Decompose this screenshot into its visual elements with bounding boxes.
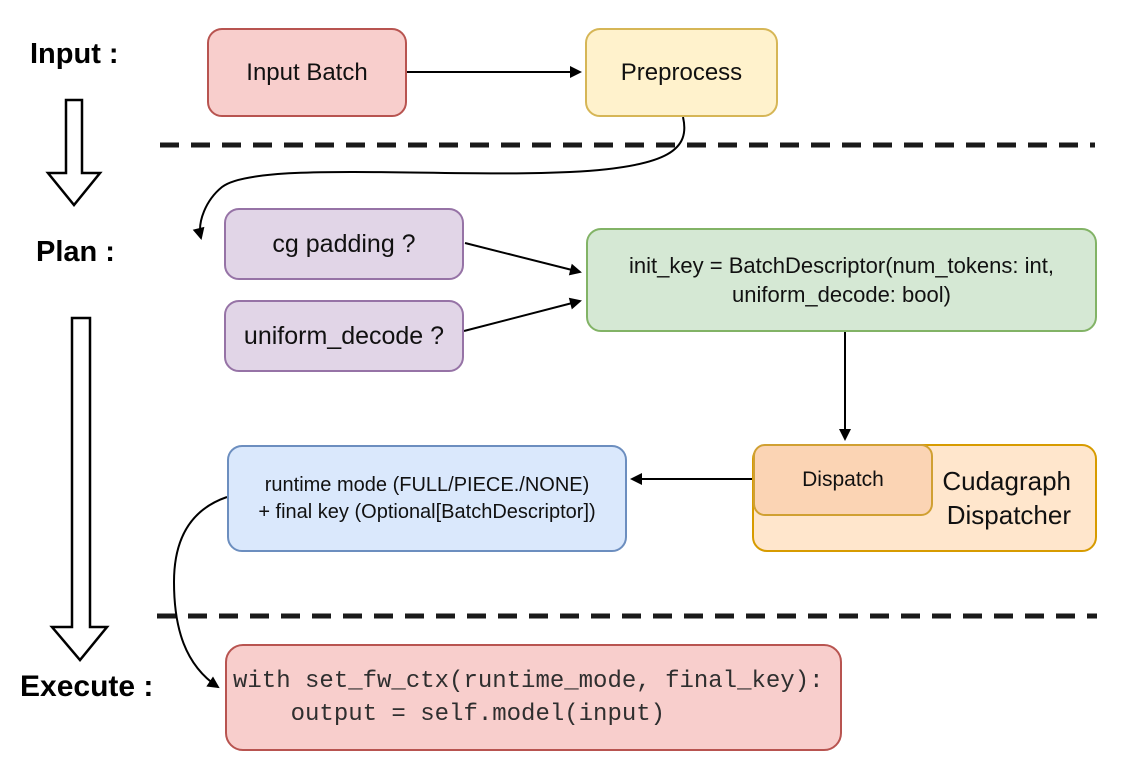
input-batch-label: Input Batch — [246, 58, 368, 86]
dispatch-node: Dispatch — [753, 444, 933, 516]
stage-label-plan: Plan : — [36, 236, 115, 268]
connector-preprocess-to-plan — [192, 116, 686, 240]
stage-label-input: Input : — [30, 38, 119, 70]
cg-padding-node: cg padding ? — [224, 208, 464, 280]
down-arrow-input-to-plan — [45, 98, 103, 207]
connector-uniform-decode-to-init-key — [463, 297, 582, 332]
runtime-mode-line2: + final key (Optional[BatchDescriptor]) — [258, 500, 596, 523]
init-key-line1: init_key = BatchDescriptor(num_tokens: i… — [629, 252, 1054, 278]
uniform-decode-node: uniform_decode ? — [224, 300, 464, 372]
connector-cg-padding-to-init-key — [464, 242, 582, 276]
input-batch-node: Input Batch — [207, 28, 407, 117]
connector-runtime-mode-to-execute — [172, 496, 228, 689]
cudagraph-dispatcher-line2: Dispatcher — [946, 500, 1071, 530]
execute-code-line2: output = self.model(input) — [233, 700, 666, 728]
dispatch-label: Dispatch — [802, 468, 884, 492]
execute-code-node: with set_fw_ctx(runtime_mode, final_key)… — [225, 644, 842, 751]
execute-code-line1: with set_fw_ctx(runtime_mode, final_key)… — [233, 667, 824, 695]
runtime-mode-node: runtime mode (FULL/PIECE./NONE) + final … — [227, 445, 627, 552]
init-key-node: init_key = BatchDescriptor(num_tokens: i… — [586, 228, 1097, 332]
cudagraph-dispatcher-line1: Cudagraph — [942, 465, 1071, 496]
down-arrow-plan-to-execute — [49, 316, 110, 662]
preprocess-label: Preprocess — [620, 58, 743, 86]
init-key-line2: uniform_decode: bool) — [732, 282, 951, 307]
cg-padding-label: cg padding ? — [272, 229, 416, 258]
preprocess-node: Preprocess — [585, 28, 778, 117]
uniform-decode-label: uniform_decode ? — [243, 321, 445, 350]
runtime-mode-line1: runtime mode (FULL/PIECE./NONE) — [264, 474, 590, 497]
stage-label-execute: Execute : — [20, 670, 154, 703]
